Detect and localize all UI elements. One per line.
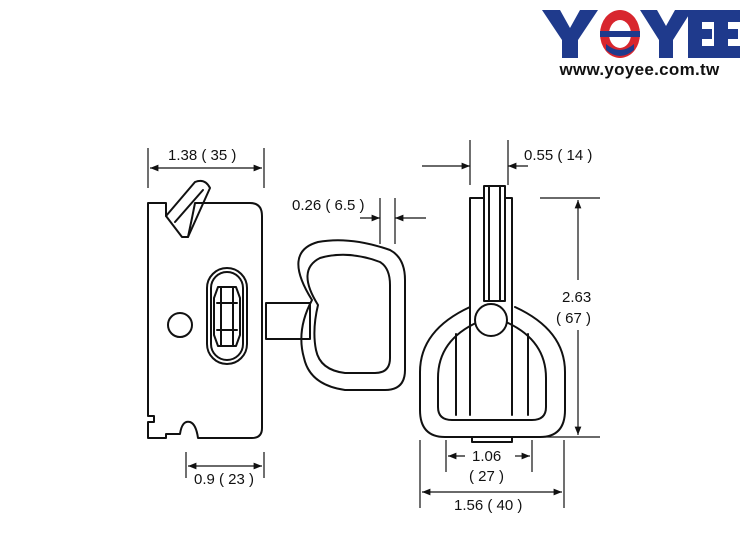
dim-height-in: 2.63 [562, 289, 591, 306]
dim-ring-gap: 0.26 ( 6.5 ) [292, 197, 365, 214]
front-view-strap [469, 185, 513, 326]
dim-height-mm: ( 67 ) [556, 310, 591, 327]
dim-inner-width-mm: ( 27 ) [469, 468, 504, 485]
front-view-base-tab [471, 436, 513, 443]
side-view-hole [167, 312, 193, 338]
front-view-rivet [474, 303, 508, 337]
logo-o-emblem [600, 10, 640, 58]
side-view-slot-nut [206, 267, 248, 365]
dim-front-thickness: 0.55 ( 14 ) [524, 147, 592, 164]
yoyee-logo [542, 10, 740, 58]
side-view-d-ring [297, 239, 406, 391]
dim-side-width: 1.38 ( 35 ) [168, 147, 236, 164]
dim-inner-width-in: 1.06 [472, 448, 501, 465]
side-view-body [147, 179, 263, 439]
side-view-connector [265, 302, 311, 340]
website-url: www.yoyee.com.tw [559, 60, 720, 79]
dim-slot-offset: 0.9 ( 23 ) [194, 471, 254, 488]
dim-overall-width: 1.56 ( 40 ) [454, 497, 522, 514]
front-view-d-ring [419, 306, 566, 438]
